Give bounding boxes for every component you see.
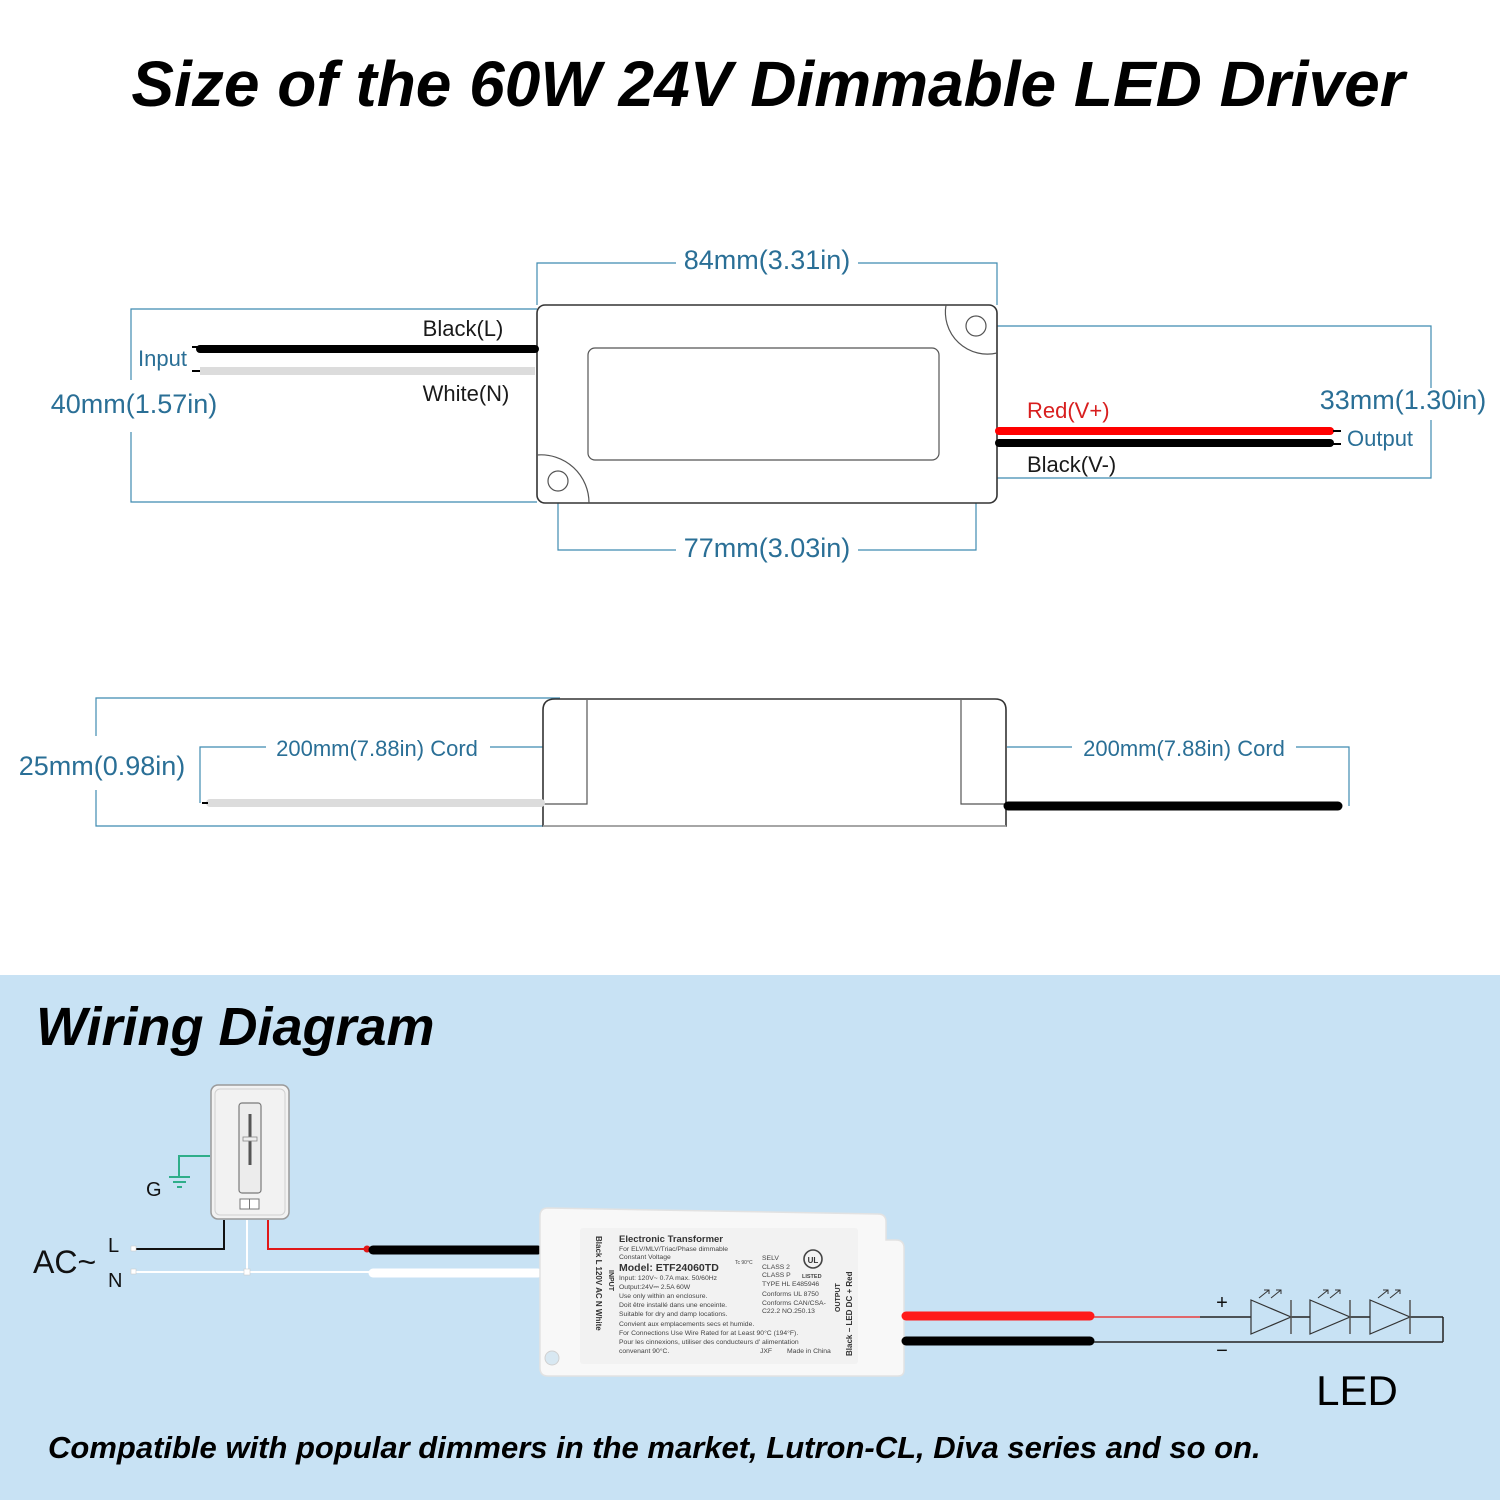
mount-hole-top-right [965, 315, 987, 337]
spec-line1: For ELV/MLV/Triac/Phase dimmable [619, 1246, 728, 1253]
compatibility-note: Compatible with popular dimmers in the m… [48, 1430, 1261, 1465]
led-label: LED [1316, 1367, 1398, 1414]
spec-output-tag: OUTPUT [835, 1283, 842, 1313]
line-terminal [130, 1245, 137, 1252]
thickness-dimension-line [95, 697, 560, 827]
input-cord-dimension-line [199, 746, 543, 803]
spec-cert1: SELV [762, 1255, 779, 1262]
spec-line2: Constant Voltage [619, 1254, 671, 1261]
spec-note4: Convient aux emplacements secs et humide… [619, 1321, 754, 1328]
spec-input-side: Black L 120V AC N White [594, 1236, 603, 1331]
hole-spacing-label: 77mm(3.03in) [684, 533, 851, 563]
ground-wire [178, 1155, 210, 1176]
output-strain-relief [960, 700, 1006, 805]
spec-maker: JXF [760, 1348, 772, 1355]
output-span-label: 33mm(1.30in) [1320, 385, 1487, 415]
driver-spec-label [580, 1228, 858, 1364]
wire-label-black-v-minus: Black(V-) [1027, 452, 1116, 477]
wire-label-black-l: Black(L) [423, 316, 504, 341]
mount-ear-bottom-left [536, 454, 590, 504]
ground-icon [169, 1176, 190, 1188]
driver-body-top [536, 304, 998, 504]
light-emission-arrows-icon [1377, 1289, 1401, 1299]
spec-input-tag: INPUT [607, 1270, 614, 1292]
line-wire [135, 1220, 225, 1250]
dimmed-hot-wire [267, 1220, 367, 1250]
driver-body-side [542, 698, 1007, 827]
ac-label: AC~ [33, 1244, 96, 1280]
top-view: 84mm(3.31in) 77mm(3.03in) 40mm(1.57in) 3… [51, 245, 1487, 563]
spec-tc: Tc 90°C [735, 1260, 753, 1266]
dimmer-slider-knob [242, 1136, 258, 1142]
output-cord-label: 200mm(7.88in) Cord [1083, 736, 1285, 761]
neutral-junction [243, 1268, 251, 1276]
height-dimension-line [130, 308, 537, 503]
page-title: Size of the 60W 24V Dimmable LED Driver [131, 48, 1407, 120]
width-dimension-line [536, 262, 998, 305]
output-wire-ends [1333, 430, 1341, 445]
spec-input: Input: 120V~ 0.7A max. 50/60Hz [619, 1275, 718, 1282]
ul-listed-text: LISTED [802, 1274, 822, 1280]
dimmer-faceplate [214, 1088, 286, 1216]
neutral-terminal [130, 1268, 137, 1275]
led-string [1236, 1289, 1443, 1335]
spec-cert7: C22.2 NO.250.13 [762, 1308, 815, 1315]
width-dimension-label: 84mm(3.31in) [684, 245, 851, 275]
spec-note5: For Connections Use Wire Rated for at Le… [619, 1329, 798, 1337]
wiring-diagram: AC~ L N G Electronic Transforme [33, 1084, 1444, 1414]
led-diode-icon [1369, 1299, 1412, 1335]
ul-listed-icon [803, 1249, 823, 1269]
driver-spec-text: Electronic Transformer For ELV/MLV/Triac… [594, 1234, 854, 1356]
ground-label: G [146, 1179, 162, 1201]
spec-heading: Electronic Transformer [619, 1234, 723, 1245]
spec-note7: convenant 90°C. [619, 1347, 669, 1355]
wire-label-red-v-plus: Red(V+) [1027, 398, 1110, 423]
neutral-label: N [108, 1270, 122, 1292]
input-cord-label: 200mm(7.88in) Cord [276, 736, 478, 761]
driver-label-recess [587, 347, 940, 461]
line-label: L [108, 1235, 119, 1257]
spec-note6: Pour les cinnexions, utiliser des conduc… [619, 1339, 799, 1346]
spec-note3: Suitable for dry and damp locations. [619, 1311, 728, 1318]
mount-hole-bottom-left [547, 470, 569, 492]
thickness-label: 25mm(0.98in) [19, 751, 186, 781]
spec-output-side: Black − LED DC + Red [845, 1271, 854, 1356]
wiring-title: Wiring Diagram [36, 997, 435, 1057]
spec-cert6: Conforms CAN/CSA- [762, 1300, 826, 1307]
input-label: Input [138, 346, 187, 371]
output-cord-dimension-line [1007, 746, 1350, 806]
input-wire-ends [192, 346, 200, 372]
output-span-dimension-line [997, 325, 1432, 479]
mount-ear-top-right [944, 304, 998, 355]
wire-label-white-n: White(N) [423, 381, 510, 406]
spec-note2: Doit être installé dans une enceinte. [619, 1302, 727, 1309]
spec-cert5: Conforms UL 8750 [762, 1291, 819, 1298]
spec-cert2: CLASS 2 [762, 1264, 790, 1271]
spec-output: Output:24V⎓ 2.5A 60W [619, 1284, 691, 1291]
spec-origin: Made in China [787, 1348, 831, 1355]
plus-label: + [1216, 1292, 1228, 1314]
light-emission-arrows-icon [1258, 1289, 1282, 1299]
ul-mark: UL [808, 1256, 819, 1265]
height-dimension-label: 40mm(1.57in) [51, 389, 218, 419]
minus-label: − [1216, 1340, 1228, 1362]
input-strain-relief [543, 700, 588, 805]
output-label: Output [1347, 426, 1413, 451]
spec-cert4: TYPE HL E485946 [762, 1281, 819, 1288]
spec-note1: Use only within an enclosure. [619, 1293, 708, 1300]
led-diode-icon [1250, 1299, 1293, 1335]
spec-cert3: CLASS P [762, 1272, 791, 1279]
spec-model: Model: ETF24060TD [619, 1262, 719, 1274]
side-view: 25mm(0.98in) 200mm(7.88in) Cord 200mm(7.… [19, 697, 1350, 827]
light-emission-arrows-icon [1317, 1289, 1341, 1299]
led-diode-icon [1309, 1299, 1352, 1335]
driver-mount-hole [544, 1350, 560, 1366]
